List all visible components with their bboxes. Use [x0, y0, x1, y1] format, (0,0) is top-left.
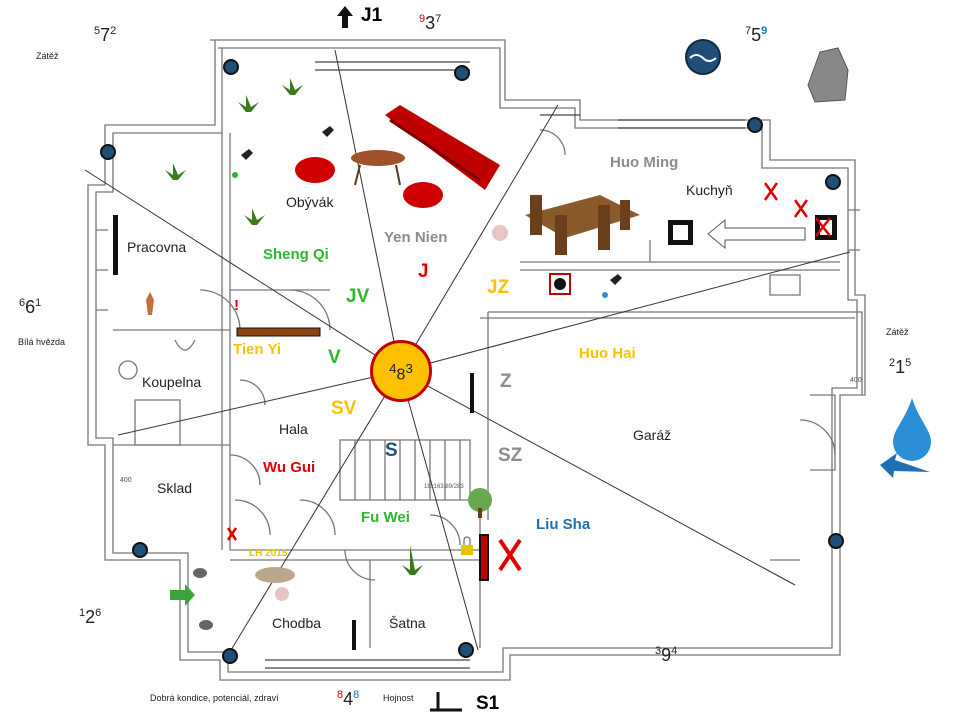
- room-chodba: Chodba: [272, 615, 322, 631]
- door: [229, 454, 261, 486]
- outer-wall: [87, 39, 866, 681]
- note-exclaim: !: [234, 297, 239, 314]
- arrow-left-icon: [880, 453, 930, 478]
- stars-n: 937: [419, 13, 442, 33]
- dir-jz: JZ: [487, 277, 510, 298]
- zone-wu-gui: Wu Gui: [263, 459, 316, 476]
- sofa-icon: [385, 105, 500, 190]
- dir-sz: SZ: [498, 445, 523, 466]
- dir-z: Z: [500, 371, 512, 392]
- lock-icon: [461, 536, 473, 555]
- room-kuchyn: Kuchyň: [686, 182, 733, 198]
- armchair-icon: [295, 157, 443, 208]
- dir-v: V: [328, 347, 341, 368]
- door: [539, 129, 566, 156]
- arrow-right-icon: [170, 584, 195, 606]
- door: [289, 289, 331, 331]
- door: [810, 394, 836, 471]
- sink: [174, 339, 196, 351]
- room-hala: Hala: [279, 421, 308, 437]
- waterdrop-icon: [893, 398, 931, 461]
- zone-sheng-qi: Sheng Qi: [263, 246, 329, 263]
- north-heading: J1: [361, 5, 383, 26]
- room-satna: Šatna: [389, 615, 426, 631]
- dining-table-icon: [525, 195, 640, 255]
- zone-fu-wei: Fu Wei: [361, 509, 410, 526]
- zone-liu-sha: Liu Sha: [536, 516, 591, 533]
- pillars: [100, 59, 844, 664]
- down-arrow-icon: [430, 692, 462, 712]
- stars-s: 848: [337, 689, 360, 709]
- center-compass: 483: [370, 340, 432, 402]
- cross-icon: [498, 538, 522, 572]
- zone-tien-yi: Tien Yi: [233, 341, 282, 358]
- zone-yen-nien: Yen Nien: [384, 229, 448, 246]
- bagua-icon: [549, 273, 571, 295]
- table-icon: [351, 150, 405, 186]
- cross-icon: [226, 182, 831, 541]
- room-garaz: Garáž: [633, 427, 672, 443]
- hollow-arrow-icon: [707, 218, 806, 250]
- center-stars: 483: [389, 361, 413, 384]
- dir-s: S: [385, 440, 398, 461]
- door: [234, 499, 271, 536]
- door: [239, 379, 266, 406]
- room-obyvak: Obývák: [286, 194, 334, 210]
- south-heading: S1: [476, 693, 500, 714]
- brush-icon: [232, 126, 622, 298]
- room-pracovna: Pracovna: [127, 239, 187, 255]
- note-dobra-kondice: Dobrá kondice, potenciál, zdraví: [150, 693, 279, 703]
- note-zatez-e: Zátěž: [886, 327, 909, 337]
- note-bila-hvezda: Bílá hvězda: [18, 337, 66, 347]
- dir-sv: SV: [331, 398, 357, 419]
- door: [429, 514, 461, 546]
- stars-e: 215: [889, 357, 912, 377]
- kitchen-sink: [769, 274, 801, 296]
- figurine-icon: [146, 292, 154, 315]
- water-icon: [685, 39, 721, 75]
- note-zatez-nw: Zátěž: [36, 51, 59, 61]
- bathtub: [134, 399, 181, 446]
- window-label: 400: [120, 477, 132, 484]
- door: [799, 419, 836, 456]
- pig-icon: [275, 225, 508, 601]
- zone-huo-ming: Huo Ming: [610, 154, 679, 171]
- stars-nw: 572: [94, 25, 117, 45]
- toilet: [118, 360, 138, 380]
- note-lh: LH 2015: [249, 548, 288, 559]
- zone-huo-hai: Huo Hai: [579, 345, 636, 362]
- stars-sw: 126: [79, 607, 102, 627]
- stair-label: 18x163,89/283: [424, 484, 464, 490]
- door: [344, 549, 376, 581]
- film-icon: [668, 215, 837, 245]
- door: [199, 289, 241, 331]
- room-koupelna: Koupelna: [142, 374, 202, 390]
- stars-w: 661: [19, 297, 42, 317]
- tree-icon: [468, 488, 492, 518]
- plant-icon: [165, 78, 423, 575]
- stars-se: 394: [655, 645, 678, 665]
- staircase: [339, 439, 471, 501]
- note-hojnost: Hojnost: [383, 693, 414, 703]
- stars-ne: 759: [745, 25, 768, 45]
- up-arrow-icon: [337, 6, 353, 28]
- bagua-lines: [84, 49, 851, 661]
- window-label: 400: [850, 377, 862, 384]
- dir-jv: JV: [346, 286, 370, 307]
- dir-j: J: [418, 261, 429, 282]
- door: [299, 499, 336, 536]
- garage-wall: [488, 311, 863, 395]
- bed-marker: [113, 215, 489, 650]
- room-sklad: Sklad: [157, 480, 193, 496]
- rock-icon: [193, 47, 849, 630]
